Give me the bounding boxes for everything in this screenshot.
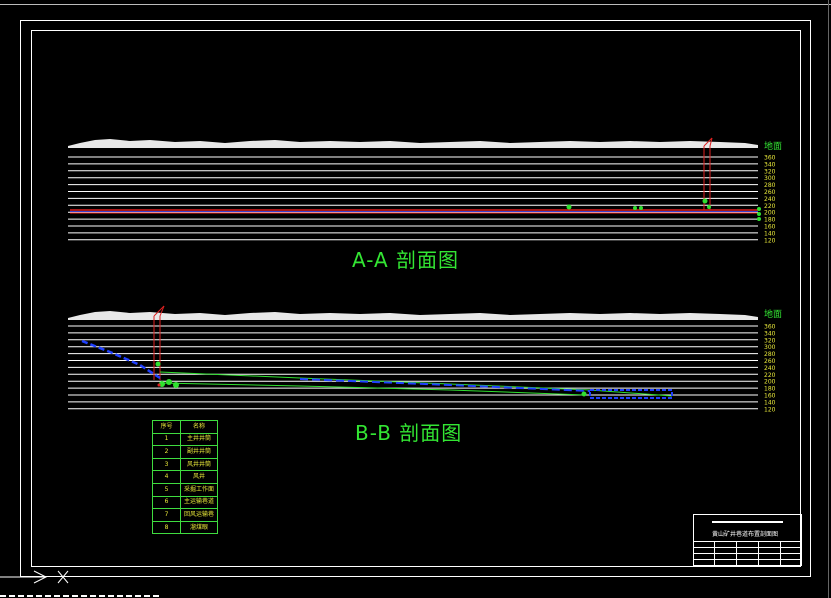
- level-lines-bb: [68, 325, 758, 410]
- outer-frame: [20, 20, 811, 577]
- elevation-label: 120: [764, 406, 776, 413]
- elevation-label: 140: [764, 230, 776, 237]
- marker-bb-3: [166, 379, 172, 385]
- elevation-label: 200: [764, 210, 776, 217]
- legend-name: 采掘工作面: [180, 482, 218, 497]
- elevation-label: 140: [764, 399, 776, 406]
- marker-aa-7: [757, 212, 761, 216]
- marker-bb-2: [159, 381, 165, 387]
- terrain-surface-aa: [68, 139, 758, 148]
- working-face-bb: [589, 389, 673, 399]
- elevation-label: 200: [764, 379, 776, 386]
- legend-no: 8: [152, 520, 181, 535]
- title-block-rule: [694, 547, 801, 548]
- elevation-label: 220: [764, 203, 776, 210]
- legend-name: 副井井筒: [180, 445, 218, 459]
- legend-name: 溜煤眼: [180, 520, 218, 535]
- title-block-rule: [694, 553, 801, 554]
- elevation-label: 260: [764, 189, 776, 196]
- elevation-label: 120: [764, 237, 776, 244]
- roadway-green-bb-2: [159, 382, 586, 396]
- title-block-col: [780, 541, 781, 565]
- legend-header-name: 名称: [180, 420, 218, 434]
- shaft-bb: [153, 305, 165, 380]
- elevation-label: 340: [764, 161, 776, 168]
- roadway-blue-bb: [299, 378, 591, 392]
- surface-label-bb: 地面: [764, 308, 782, 320]
- legend-no: 1: [152, 432, 181, 447]
- elevation-label: 240: [764, 365, 776, 372]
- legend-name: 回风运输巷: [180, 508, 218, 522]
- title-block-col: [736, 541, 737, 565]
- legend-no: 4: [152, 470, 181, 484]
- roadway-green-bb-1: [159, 371, 673, 397]
- elevation-label: 320: [764, 337, 776, 344]
- legend-header-row: 序号 名称: [152, 420, 218, 434]
- legend-name: 风井井筒: [180, 457, 218, 472]
- elevation-label: 360: [764, 324, 776, 331]
- elevation-label: 160: [764, 224, 776, 231]
- elevation-label: 240: [764, 196, 776, 203]
- legend-no: 6: [152, 495, 181, 510]
- ucs-icon: [0, 570, 160, 597]
- marker-aa-5: [707, 205, 711, 209]
- elevation-label: 300: [764, 344, 776, 351]
- terrain-surface-bb: [68, 311, 758, 320]
- elevation-label: 160: [764, 393, 776, 400]
- marker-bb-4: [173, 382, 179, 388]
- title-block: 黄山矿井巷道布置剖面图: [693, 514, 802, 566]
- legend-name: 主井井筒: [180, 432, 218, 447]
- legend-header-no: 序号: [152, 420, 181, 434]
- elevation-label: 300: [764, 175, 776, 182]
- section-aa-caption: A-A 剖面图: [352, 248, 460, 272]
- marker-aa-2: [633, 206, 637, 210]
- title-block-rule: [694, 559, 801, 560]
- title-block-col: [714, 541, 715, 565]
- legend-no: 7: [152, 508, 181, 522]
- legend-name: 主运输巷道: [180, 495, 218, 510]
- legend-no: 2: [152, 445, 181, 459]
- title-block-title: 黄山矿井巷道布置剖面图: [712, 531, 779, 538]
- level-lines-aa: [68, 156, 758, 241]
- elevation-label: 280: [764, 351, 776, 358]
- marker-aa-8: [757, 217, 761, 221]
- title-block-rule: [694, 541, 801, 542]
- elevation-label: 360: [764, 155, 776, 162]
- legend-name: 风井: [180, 470, 218, 484]
- elevation-label: 280: [764, 182, 776, 189]
- marker-bb-red: [157, 383, 161, 387]
- surface-label-aa: 地面: [764, 140, 782, 152]
- marker-aa-3: [639, 206, 643, 210]
- elevation-label: 320: [764, 168, 776, 175]
- marker-bb-5: [581, 391, 587, 397]
- section-bb-caption: B-B 剖面图: [355, 421, 463, 445]
- marker-aa-1: [566, 204, 572, 210]
- roadway-blue-incline-bb: [81, 339, 161, 380]
- legend-no: 3: [152, 457, 181, 472]
- marker-aa-4: [702, 198, 708, 204]
- legend-no: 5: [152, 482, 181, 497]
- elevation-label: 260: [764, 358, 776, 365]
- title-block-col: [758, 541, 759, 565]
- inner-frame: [31, 30, 801, 567]
- elevation-label: 340: [764, 330, 776, 337]
- marker-bb-1: [155, 361, 161, 367]
- title-block-bar: [712, 521, 783, 523]
- elevation-label: 180: [764, 386, 776, 393]
- marker-aa-6: [757, 207, 761, 211]
- elevation-label: 180: [764, 217, 776, 224]
- elevation-label: 220: [764, 372, 776, 379]
